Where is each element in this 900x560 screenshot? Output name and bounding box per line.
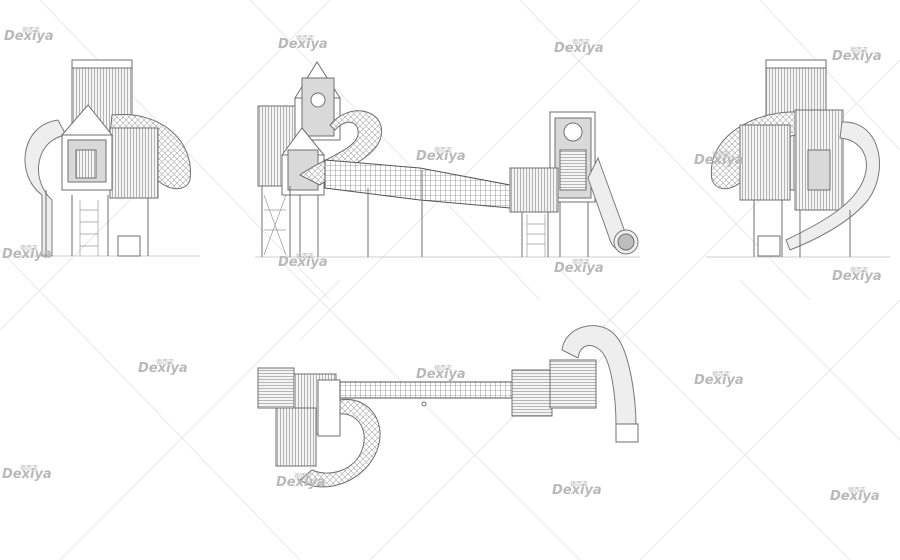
watermark-logo: 德西亚 Dexiya bbox=[694, 150, 744, 168]
watermark-chinese: 德西亚 bbox=[712, 150, 730, 158]
watermark-chinese: 德西亚 bbox=[848, 486, 866, 494]
watermark-brand: Dexiya bbox=[832, 49, 882, 64]
watermark-logo: 德西亚 Dexiya bbox=[2, 244, 52, 262]
watermark-brand: Dexiya bbox=[2, 467, 52, 482]
watermark-chinese: 德西亚 bbox=[20, 244, 38, 252]
watermark-logo: 德西亚 Dexiya bbox=[276, 472, 326, 490]
watermark-chinese: 德西亚 bbox=[850, 46, 868, 54]
watermark-logo: 德西亚 Dexiya bbox=[830, 486, 880, 504]
watermark-chinese: 德西亚 bbox=[296, 252, 314, 260]
watermark-brand: Dexiya bbox=[416, 149, 466, 164]
watermark-chinese: 德西亚 bbox=[20, 464, 38, 472]
rear-elevation-view bbox=[706, 59, 890, 258]
watermark-brand: Dexiya bbox=[552, 483, 602, 498]
front-elevation-view bbox=[20, 59, 200, 257]
watermark-logo: 德西亚 Dexiya bbox=[416, 364, 466, 382]
watermark-chinese: 德西亚 bbox=[22, 26, 40, 34]
watermark-brand: Dexiya bbox=[276, 475, 326, 490]
watermark-logo: 德西亚 Dexiya bbox=[138, 358, 188, 376]
side-elevation-view bbox=[255, 61, 640, 258]
watermark-logo: 德西亚 Dexiya bbox=[554, 258, 604, 276]
watermark-group: 德西亚 Dexiya 德西亚 Dexiya 德西亚 Dexiya 德西亚 Dex… bbox=[2, 26, 882, 504]
watermark-chinese: 德西亚 bbox=[712, 370, 730, 378]
plan-view bbox=[257, 325, 639, 488]
watermark-brand: Dexiya bbox=[278, 255, 328, 270]
watermark-logo: 德西亚 Dexiya bbox=[278, 34, 328, 52]
watermark-logo: 德西亚 Dexiya bbox=[554, 38, 604, 56]
watermark-chinese: 德西亚 bbox=[434, 146, 452, 154]
watermark-chinese: 德西亚 bbox=[572, 258, 590, 266]
watermark-chinese: 德西亚 bbox=[296, 34, 314, 42]
watermark-brand: Dexiya bbox=[832, 269, 882, 284]
watermark-logo: 德西亚 Dexiya bbox=[4, 26, 54, 44]
watermark-brand: Dexiya bbox=[830, 489, 880, 504]
watermark-logo: 德西亚 Dexiya bbox=[832, 266, 882, 284]
watermark-brand: Dexiya bbox=[2, 247, 52, 262]
watermark-logo: 德西亚 Dexiya bbox=[694, 370, 744, 388]
watermark-chinese: 德西亚 bbox=[850, 266, 868, 274]
watermark-chinese: 德西亚 bbox=[570, 480, 588, 488]
watermark-brand: Dexiya bbox=[4, 29, 54, 44]
watermark-chinese: 德西亚 bbox=[294, 472, 312, 480]
watermark-brand: Dexiya bbox=[554, 41, 604, 56]
watermark-logo: 德西亚 Dexiya bbox=[278, 252, 328, 270]
watermark-brand: Dexiya bbox=[694, 153, 744, 168]
watermark-chinese: 德西亚 bbox=[156, 358, 174, 366]
watermark-chinese: 德西亚 bbox=[572, 38, 590, 46]
watermark-logo: 德西亚 Dexiya bbox=[2, 464, 52, 482]
watermark-brand: Dexiya bbox=[138, 361, 188, 376]
watermark-logo: 德西亚 Dexiya bbox=[832, 46, 882, 64]
watermark-logo: 德西亚 Dexiya bbox=[552, 480, 602, 498]
watermark-brand: Dexiya bbox=[694, 373, 744, 388]
watermark-brand: Dexiya bbox=[278, 37, 328, 52]
watermark-chinese: 德西亚 bbox=[434, 364, 452, 372]
watermark-brand: Dexiya bbox=[554, 261, 604, 276]
watermark-brand: Dexiya bbox=[416, 367, 466, 382]
watermark-logo: 德西亚 Dexiya bbox=[416, 146, 466, 164]
